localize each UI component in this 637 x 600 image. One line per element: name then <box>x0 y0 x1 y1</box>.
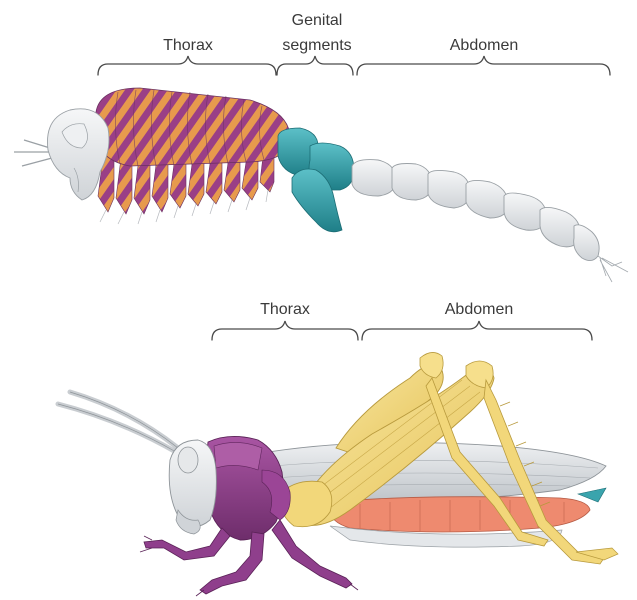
upper-genital-label-line1: Genital <box>292 12 343 29</box>
lower-abdomen-label: Abdomen <box>445 301 514 318</box>
ancestral-cerci <box>598 256 628 282</box>
upper-abdomen-label: Abdomen <box>450 37 519 54</box>
ancestral-antenna <box>14 140 52 166</box>
ancestral-abdomen <box>352 160 599 261</box>
lower-thorax-brace <box>212 321 358 340</box>
upper-braces <box>98 56 610 75</box>
upper-thorax-brace <box>98 56 276 75</box>
upper-thorax-label: Thorax <box>163 37 213 54</box>
grasshopper <box>58 352 618 596</box>
grasshopper-head <box>169 440 216 534</box>
lower-abdomen-brace <box>362 321 592 340</box>
ancestral-arthropod <box>14 88 628 282</box>
lower-braces <box>212 321 592 340</box>
upper-genital-label-line2: segments <box>282 37 351 54</box>
upper-labels: Thorax Genital segments Abdomen <box>163 12 518 54</box>
upper-abdomen-brace <box>357 56 610 75</box>
upper-genital-brace <box>277 56 353 75</box>
ancestral-thorax <box>96 88 290 166</box>
ancestral-genital-segments <box>278 128 354 232</box>
lower-thorax-label: Thorax <box>260 301 310 318</box>
lower-labels: Thorax Abdomen <box>260 301 513 318</box>
